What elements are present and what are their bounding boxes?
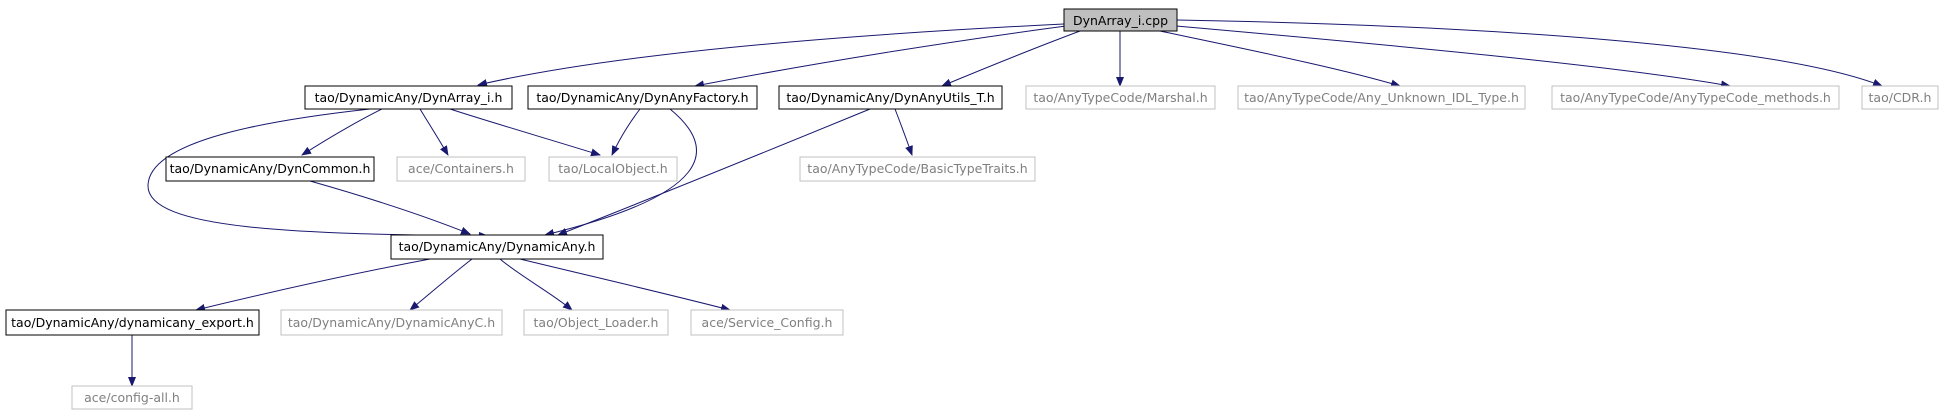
node-dynanyfactory-h[interactable]: tao/DynamicAny/DynAnyFactory.h	[527, 85, 758, 110]
edge-dynarray-i-h-to-dyncommon-h	[301, 108, 383, 156]
node-dynamicany-export-h-label: tao/DynamicAny/dynamicany_export.h	[11, 315, 254, 330]
edge-dyncommon-h-to-dynamicany-h	[309, 180, 471, 235]
node-anytypecode-methods-h-label: tao/AnyTypeCode/AnyTypeCode_methods.h	[1560, 90, 1831, 105]
node-root-label: DynArray_i.cpp	[1073, 13, 1168, 28]
node-dynamicany-export-h[interactable]: tao/DynamicAny/dynamicany_export.h	[5, 309, 260, 336]
node-service-config-h-label: ace/Service_Config.h	[702, 315, 833, 330]
edge-dynamicany-h-to-dynamicany-export-h	[195, 258, 431, 312]
edge-dynanyutils-t-h-to-dynamicany-h	[557, 108, 871, 236]
node-dynamicanyc-h[interactable]: tao/DynamicAny/DynamicAnyC.h	[280, 309, 503, 336]
node-anytypecode-methods-h[interactable]: tao/AnyTypeCode/AnyTypeCode_methods.h	[1551, 85, 1840, 110]
node-config-all-h-label: ace/config-all.h	[84, 390, 180, 405]
node-service-config-h[interactable]: ace/Service_Config.h	[690, 309, 844, 336]
node-dynanyfactory-h-label: tao/DynamicAny/DynAnyFactory.h	[536, 90, 748, 105]
node-object-loader-h-label: tao/Object_Loader.h	[534, 315, 659, 330]
node-any-unknown-h-label: tao/AnyTypeCode/Any_Unknown_IDL_Type.h	[1244, 90, 1519, 105]
edge-root-to-dynanyfactory-h	[694, 25, 1067, 89]
edges-layer	[128, 19, 1883, 387]
edge-dynamicany-h-to-object-loader-h	[499, 258, 573, 311]
node-localobject-h[interactable]: tao/LocalObject.h	[548, 156, 678, 182]
edge-dynarray-i-h-to-dynamicany-h	[147, 108, 489, 240]
node-dynarray-i-h-label: tao/DynamicAny/DynArray_i.h	[315, 90, 503, 105]
node-root[interactable]: DynArray_i.cpp	[1063, 8, 1178, 32]
edge-dynarray-i-h-to-containers-h	[419, 108, 449, 156]
edge-dynanyutils-t-h-to-basictypetraits-h	[894, 108, 913, 156]
edge-root-to-anytypecode-methods-h	[1175, 25, 1731, 89]
node-cdr-h-label: tao/CDR.h	[1869, 90, 1932, 105]
node-dynanyutils-t-h-label: tao/DynamicAny/DynAnyUtils_T.h	[786, 90, 994, 105]
node-dyncommon-h-label: tao/DynamicAny/DynCommon.h	[170, 161, 371, 176]
edge-root-to-any-unknown-h	[1159, 30, 1401, 88]
edge-root-to-dynanyutils-t-h	[941, 30, 1081, 87]
edge-dynamicany-h-to-service-config-h	[519, 258, 731, 312]
edge-dynamicany-h-to-dynamicanyc-h	[409, 258, 473, 311]
node-dynamicanyc-h-label: tao/DynamicAny/DynamicAnyC.h	[288, 315, 495, 330]
node-basictypetraits-h[interactable]: tao/AnyTypeCode/BasicTypeTraits.h	[799, 156, 1036, 182]
node-localobject-h-label: tao/LocalObject.h	[558, 161, 667, 176]
node-dyncommon-h[interactable]: tao/DynamicAny/DynCommon.h	[165, 156, 375, 182]
edge-root-to-dynarray-i-h	[477, 23, 1065, 87]
node-object-loader-h[interactable]: tao/Object_Loader.h	[523, 309, 669, 336]
node-containers-h-label: ace/Containers.h	[408, 161, 514, 176]
edge-dynarray-i-h-to-localobject-h	[449, 108, 601, 157]
node-basictypetraits-h-label: tao/AnyTypeCode/BasicTypeTraits.h	[807, 161, 1027, 176]
node-containers-h[interactable]: ace/Containers.h	[396, 156, 526, 182]
nodes-layer: DynArray_i.cpp tao/DynamicAny/DynArray_i…	[5, 8, 1939, 410]
node-any-unknown-h[interactable]: tao/AnyTypeCode/Any_Unknown_IDL_Type.h	[1237, 85, 1526, 110]
node-dynamicany-h[interactable]: tao/DynamicAny/DynamicAny.h	[390, 234, 604, 260]
edge-root-to-cdr-h	[1176, 19, 1883, 87]
node-dynanyutils-t-h[interactable]: tao/DynamicAny/DynAnyUtils_T.h	[778, 85, 1003, 110]
edge-dynanyfactory-h-to-dynamicany-h	[544, 108, 697, 237]
node-marshal-h-label: tao/AnyTypeCode/Marshal.h	[1033, 90, 1207, 105]
node-dynarray-i-h[interactable]: tao/DynamicAny/DynArray_i.h	[304, 85, 513, 110]
node-config-all-h[interactable]: ace/config-all.h	[71, 385, 193, 410]
node-cdr-h[interactable]: tao/CDR.h	[1861, 85, 1939, 110]
node-marshal-h[interactable]: tao/AnyTypeCode/Marshal.h	[1025, 85, 1216, 110]
node-dynamicany-h-label: tao/DynamicAny/DynamicAny.h	[399, 239, 596, 254]
edge-dynanyfactory-h-to-localobject-h	[611, 108, 641, 156]
